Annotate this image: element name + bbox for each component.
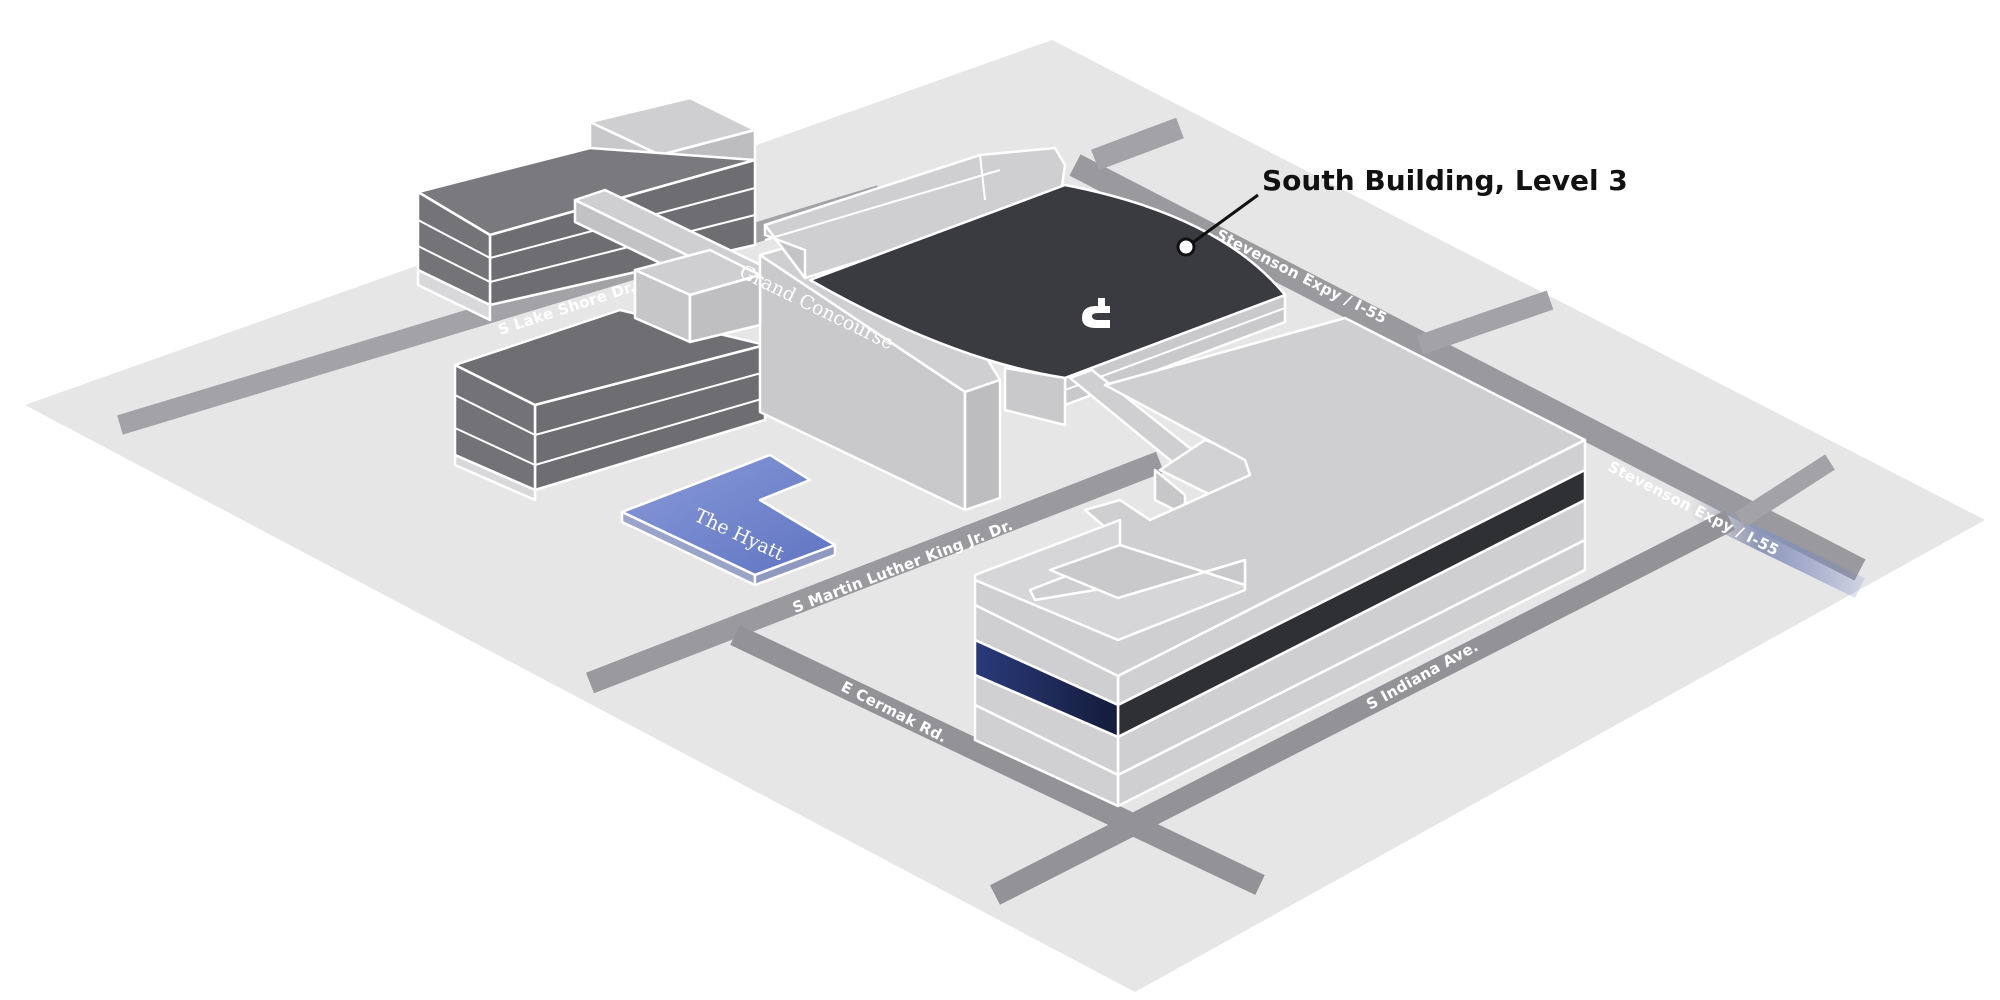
callout-leader-line bbox=[1187, 193, 1259, 248]
road-indiana bbox=[990, 510, 1735, 905]
callout-south-building: South Building, Level 3 bbox=[1176, 164, 1628, 257]
road-mlk bbox=[586, 451, 1164, 694]
building-south-level-3[interactable] bbox=[808, 183, 1287, 427]
road-cermak bbox=[730, 625, 1265, 895]
building-arena-ring bbox=[763, 146, 1067, 280]
building-west-lower bbox=[453, 308, 767, 502]
mccormick-logo-icon bbox=[1082, 298, 1110, 328]
callout-label: South Building, Level 3 bbox=[1262, 164, 1628, 197]
road-stevenson-feeder bbox=[1091, 117, 1184, 171]
road-stevenson-east bbox=[1416, 290, 1554, 355]
callout-pin[interactable] bbox=[1176, 237, 1196, 257]
road-ramp-right-2 bbox=[1735, 454, 1835, 528]
building-the-hyatt[interactable]: The Hyatt bbox=[620, 453, 837, 587]
building-northwest-complex bbox=[416, 96, 757, 322]
building-south-block bbox=[973, 316, 1587, 808]
